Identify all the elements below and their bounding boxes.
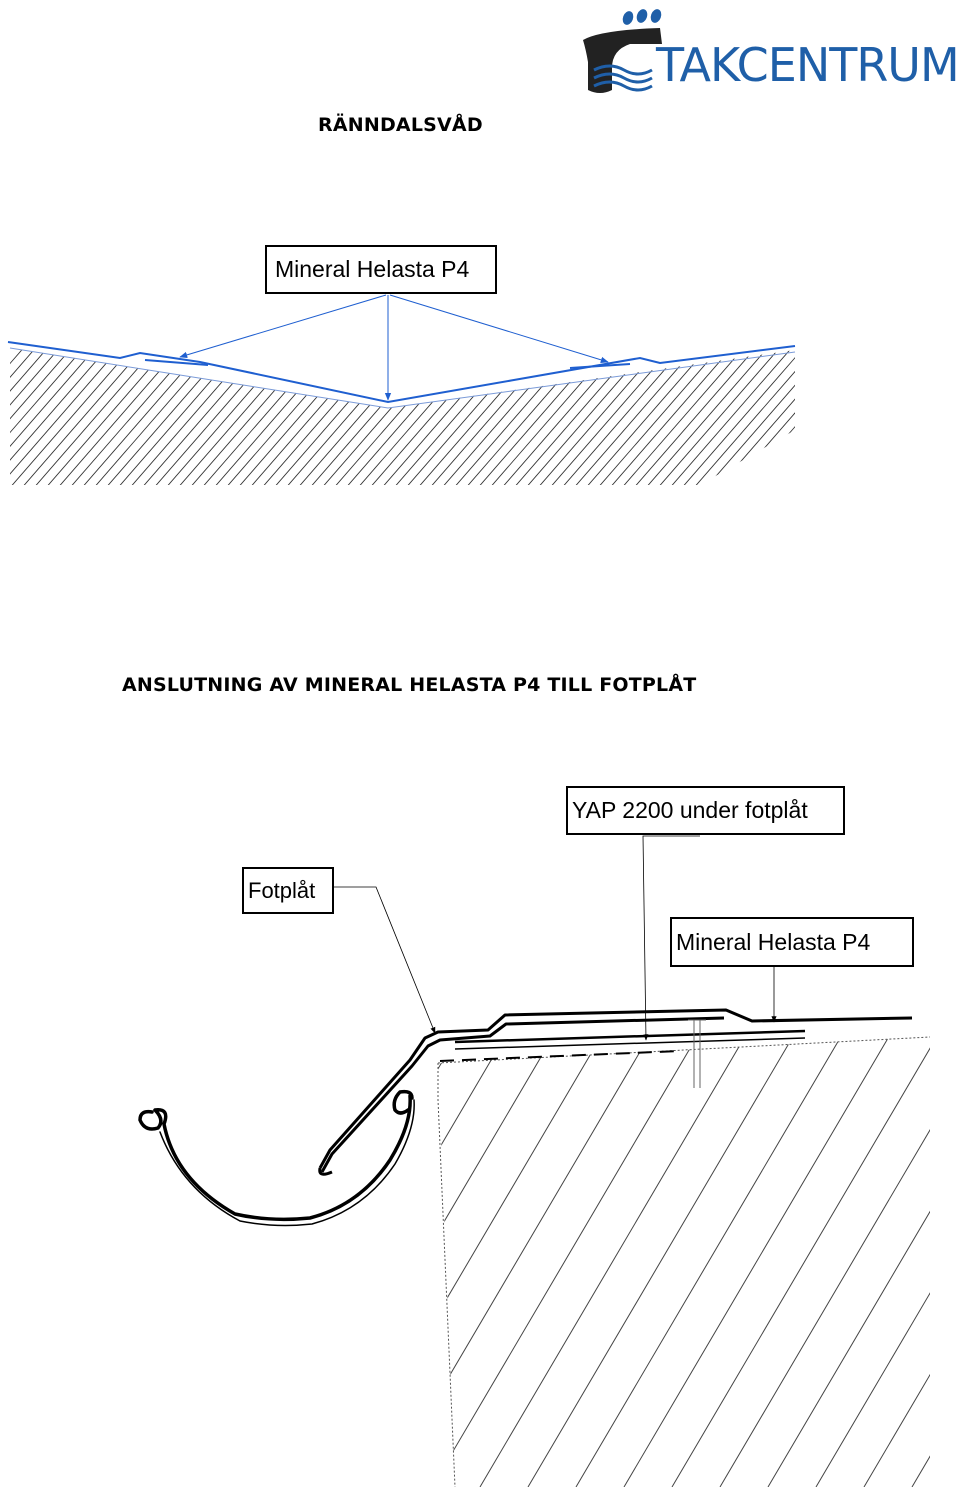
hatch-line xyxy=(479,1037,750,1487)
hatch-line xyxy=(0,1030,269,1487)
hatch-line xyxy=(595,348,736,485)
hatch-line xyxy=(10,348,52,485)
hatch-line xyxy=(103,348,244,485)
hatch-line xyxy=(247,348,388,485)
hatch-line xyxy=(787,348,795,485)
hatch-line xyxy=(623,1037,894,1487)
hatch-line xyxy=(96,1030,365,1487)
hatch-line xyxy=(451,348,592,485)
hatch-line xyxy=(283,348,424,485)
hatch-line xyxy=(235,348,376,485)
hatch-line xyxy=(355,348,496,485)
hatch-line xyxy=(439,348,580,485)
hatch-line xyxy=(575,1037,846,1487)
hatch-line xyxy=(719,1037,930,1487)
valley-membrane-label: Mineral Helasta P4 xyxy=(265,245,497,294)
hatch-line xyxy=(679,348,795,485)
wall-outline xyxy=(437,1036,931,1487)
hatch-line xyxy=(139,348,280,485)
hatch-line xyxy=(583,348,724,485)
hatch-line xyxy=(223,348,364,485)
hatch-line xyxy=(643,348,784,485)
hatch-line xyxy=(403,348,544,485)
hatch-line xyxy=(48,1030,317,1487)
hatch-line xyxy=(10,348,136,485)
hatch-line xyxy=(211,348,352,485)
valley-membrane xyxy=(7,341,796,409)
hatch-line xyxy=(187,348,328,485)
hatch-line xyxy=(763,348,795,485)
hatch-line xyxy=(727,348,795,485)
hatch-line xyxy=(307,348,448,485)
valley-title: RÄNNDALSVÅD xyxy=(318,114,483,136)
hatch-line xyxy=(343,348,484,485)
hatch-line xyxy=(43,348,184,485)
hatch-line xyxy=(535,348,676,485)
hatch-line xyxy=(415,348,556,485)
hatch-line xyxy=(271,348,412,485)
hatch-line xyxy=(295,348,436,485)
hatch-line xyxy=(815,1037,930,1487)
fastener-screw xyxy=(688,1019,706,1088)
hatch-line xyxy=(438,1037,702,1487)
hatch-line xyxy=(55,348,196,485)
hatch-line xyxy=(438,1037,462,1487)
hatch-line xyxy=(571,348,712,485)
hatch-line xyxy=(175,348,316,485)
underlay-label: YAP 2200 under fotplåt xyxy=(566,786,845,835)
hatch-line xyxy=(691,348,795,485)
hatch-line xyxy=(767,1037,930,1487)
hatch-line xyxy=(487,348,628,485)
hatch-line xyxy=(10,348,148,485)
hatch-line xyxy=(631,348,772,485)
hatch-line xyxy=(499,348,640,485)
hatch-line xyxy=(163,348,304,485)
valley-label-leaders xyxy=(179,294,609,401)
hatch-line xyxy=(379,348,520,485)
hatch-line xyxy=(427,348,568,485)
hatch-line xyxy=(319,348,460,485)
hatch-line xyxy=(547,348,688,485)
hatch-line xyxy=(199,348,340,485)
hatch-line xyxy=(523,348,664,485)
eave-connection-title: ANSLUTNING AV MINERAL HELASTA P4 TILL FO… xyxy=(122,674,697,696)
takcentrum-logo-icon xyxy=(583,9,662,93)
hatch-line xyxy=(527,1037,798,1487)
hatch-line xyxy=(655,348,795,485)
hatch-line xyxy=(911,1037,930,1487)
brand-name: TAKCENTRUM xyxy=(656,38,960,92)
eave-flashing xyxy=(318,1008,913,1176)
eave-flashing-label: Fotplåt xyxy=(242,867,334,914)
hatch-line xyxy=(438,1037,606,1487)
hatch-line xyxy=(739,348,795,485)
hatch-line xyxy=(10,348,76,485)
hatch-line xyxy=(438,1037,558,1487)
hatch-line xyxy=(775,348,795,485)
hatch-line xyxy=(863,1037,930,1487)
hatch-line xyxy=(438,1037,654,1487)
hatch-line xyxy=(751,348,795,485)
hatch-line xyxy=(391,348,532,485)
hatch-line xyxy=(331,348,472,485)
hatch-line xyxy=(10,348,64,485)
wall-hatching xyxy=(0,1030,930,1487)
underlay-layers xyxy=(439,1029,806,1062)
hatch-line xyxy=(703,348,795,485)
hatch-line xyxy=(671,1037,930,1487)
hatch-line xyxy=(259,348,400,485)
hatch-line xyxy=(10,348,40,485)
hatch-line xyxy=(667,348,795,485)
hatch-line xyxy=(151,348,292,485)
hatch-line xyxy=(10,348,88,485)
hatch-line xyxy=(91,348,232,485)
hatch-line xyxy=(367,348,508,485)
hatch-line xyxy=(475,348,616,485)
gutter xyxy=(138,1089,415,1227)
hatch-line xyxy=(438,1037,510,1487)
hatch-line xyxy=(144,1030,413,1487)
membrane-label: Mineral Helasta P4 xyxy=(670,917,914,967)
